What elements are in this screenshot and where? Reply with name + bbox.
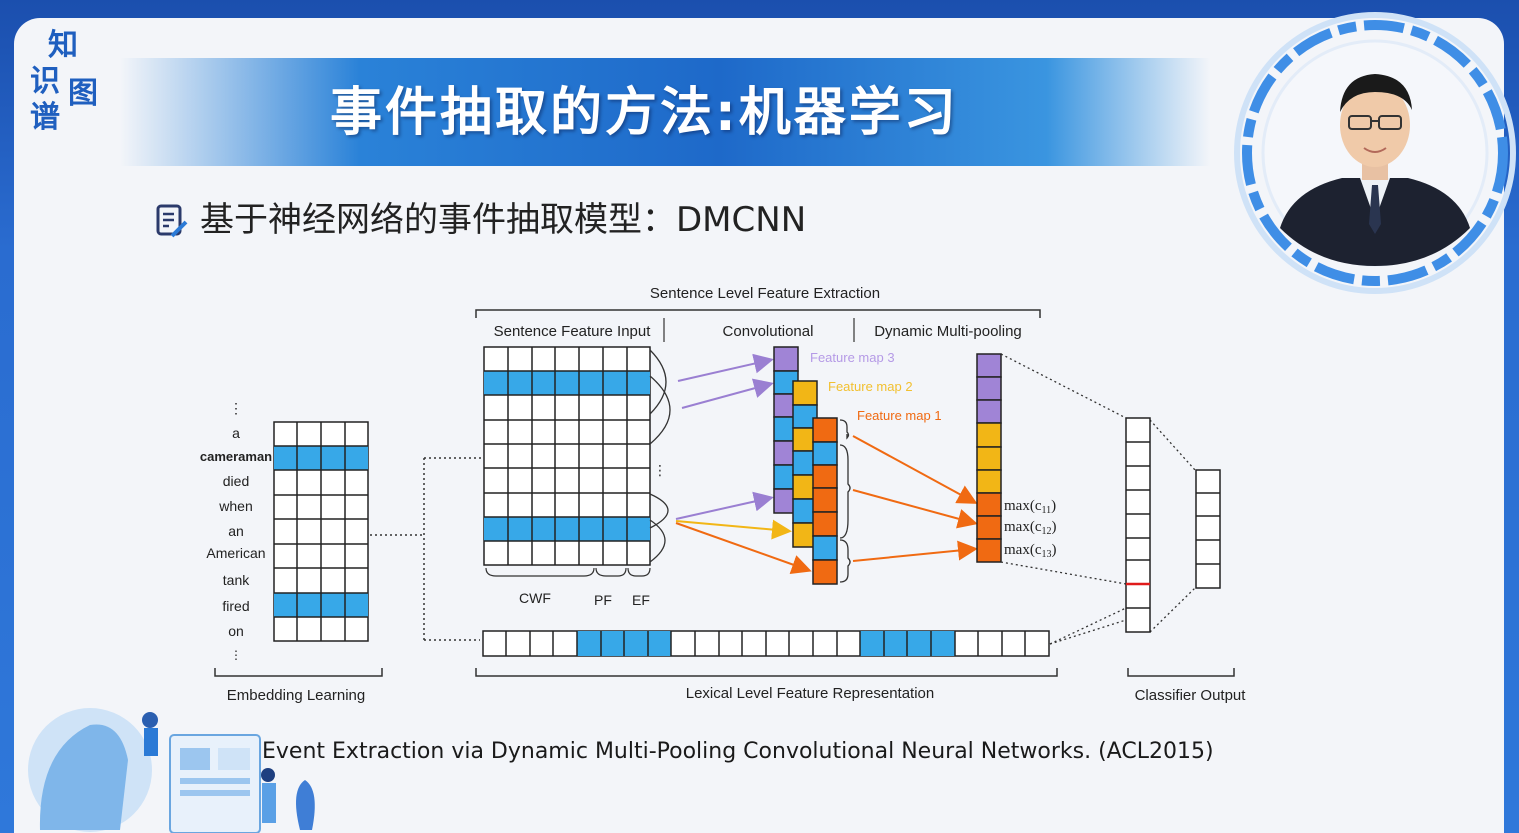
classifier-connectors [1000,353,1196,645]
word-list: ⋮ a cameraman died when an American tank… [200,400,272,662]
cwf-brace [485,567,595,577]
section-conv-label: Convolutional [723,323,814,340]
logo-char-4: 谱 [30,100,60,135]
sentence-level-bracket [475,309,1041,318]
svg-text:max(c13): max(c13) [1004,542,1056,560]
dmcnn-architecture-diagram: Sentence Level Feature Extraction Senten… [200,285,1247,704]
embedding-learning-label: Embedding Learning [227,687,365,704]
max-subscript: 11 [1041,505,1051,516]
embedding-grid [273,421,369,642]
classifier-output-label: Classifier Output [1135,687,1247,704]
slide-title: 事件抽取的方法:机器学习 [330,83,959,143]
svg-text:max(c12): max(c12) [1004,519,1056,537]
max-subscript: 13 [1041,549,1051,560]
word: ⋮ [230,648,242,662]
word: tank [223,572,250,588]
classifier-output-layer [1195,469,1221,589]
embedding-connectors [370,457,482,641]
lexical-level-label: Lexical Level Feature Representation [686,685,934,702]
presenter-video [1234,12,1516,294]
embedding-bracket [214,668,383,677]
sentence-input-grid [483,346,651,566]
word: an [228,523,244,539]
lexical-feature-vector [482,630,1050,657]
word-highlighted: fired [222,598,249,614]
section-pool-label: Dynamic Multi-pooling [874,323,1022,340]
logo-char-3: 图 [68,76,98,111]
ef-label: EF [632,592,650,608]
segment-braces [839,419,851,583]
word-highlighted: cameraman [200,449,272,464]
word: a [232,425,240,441]
ef-brace [627,567,651,577]
max-labels: max(c11) max(c12) max(c13) [1004,498,1056,560]
ai-robot-illustration [28,708,315,833]
section-input-label: Sentence Feature Input [494,323,652,340]
feature-map-1 [812,417,838,585]
word: American [206,545,265,561]
logo-char-2: 识 [30,64,60,99]
max-subscript: 12 [1041,526,1051,537]
classifier-bracket [1127,668,1235,677]
feature-map-1-label: Feature map 1 [857,408,942,423]
pooled-vector [976,353,1002,563]
vertical-dots: ⋮ [653,463,667,479]
logo-char-1: 知 [48,28,78,63]
feature-map-3-label: Feature map 3 [810,350,895,365]
conv-arrows [675,353,812,575]
max-label: max(c [1004,519,1042,535]
word: on [228,623,244,639]
cwf-label: CWF [519,590,551,606]
svg-text:max(c11): max(c11) [1004,498,1056,516]
citation-text: Event Extraction via Dynamic Multi-Pooli… [262,739,1214,764]
word: ⋮ [229,400,243,416]
notepad-pen-icon [156,204,188,238]
title-banner [120,58,1210,166]
window-arcs [649,349,671,563]
max-label: max(c [1004,498,1042,514]
pf-brace [595,567,627,577]
slide-subtitle: 基于神经网络的事件抽取模型：DMCNN [200,200,807,240]
knowledge-graph-logo: 知 识 图 谱 [26,30,111,140]
lexical-bracket [475,668,1058,677]
feature-map-2-label: Feature map 2 [828,379,913,394]
word: when [218,498,252,514]
pf-label: PF [594,592,612,608]
pooling-arrows [852,435,978,562]
max-label: max(c [1004,542,1042,558]
word: died [223,473,249,489]
classifier-hidden-layer [1125,417,1151,633]
sentence-level-label: Sentence Level Feature Extraction [650,285,880,302]
